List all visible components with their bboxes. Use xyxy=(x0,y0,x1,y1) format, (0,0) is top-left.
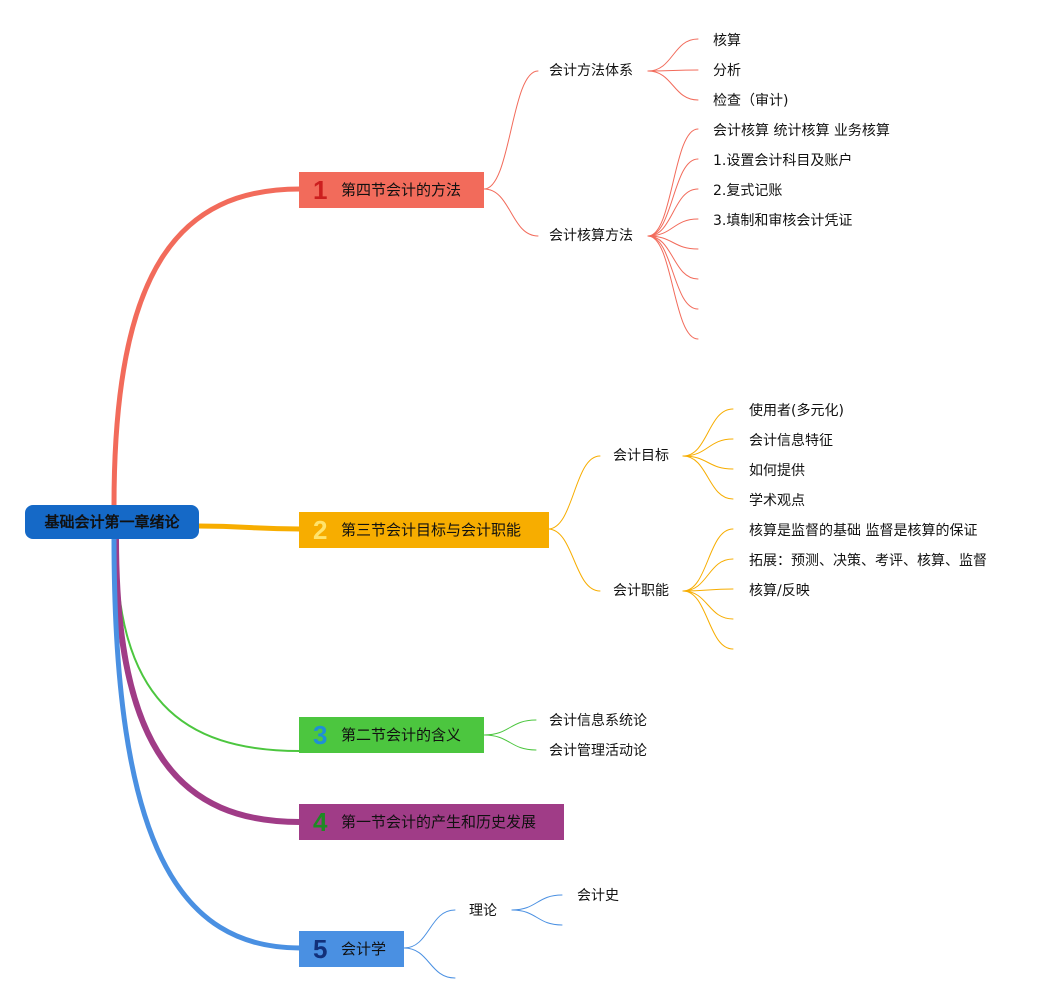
leaf[interactable]: 使用者(多元化) xyxy=(749,403,844,419)
connector xyxy=(483,719,537,736)
connector xyxy=(403,947,456,979)
connector xyxy=(682,408,734,457)
leaf[interactable]: 如何提供 xyxy=(749,463,805,479)
connector xyxy=(647,128,699,237)
connector xyxy=(647,158,699,237)
leaf[interactable]: 核算是监督的基础 监督是核算的保证 xyxy=(749,523,978,539)
branch-section-1[interactable]: 4 第一节会计的产生和历史发展 xyxy=(299,804,564,840)
leaf[interactable]: 学术观点 xyxy=(749,493,805,509)
connector xyxy=(682,455,734,500)
connector xyxy=(647,38,699,72)
connector xyxy=(647,218,699,237)
connector-root-branch-1 xyxy=(111,186,303,509)
group-info-system-theory[interactable]: 会计信息系统论 xyxy=(549,713,647,729)
branch-label: 第二节会计的含义 xyxy=(341,726,462,744)
connector xyxy=(647,69,699,72)
branch-label: 会计学 xyxy=(341,940,387,958)
badge-number-5: 5 xyxy=(313,934,328,964)
root-label: 基础会计第一章绪论 xyxy=(44,513,180,531)
connector xyxy=(483,70,539,190)
branch-label: 第三节会计目标与会计职能 xyxy=(341,521,522,539)
leaf[interactable]: 1.设置会计科目及账户 xyxy=(713,153,853,169)
badge-number-3: 3 xyxy=(313,720,328,750)
connector xyxy=(511,894,563,911)
connector-root-branch-2 xyxy=(195,523,303,532)
connector xyxy=(647,70,699,101)
branch-accounting-science[interactable]: 5 会计学 xyxy=(299,931,404,967)
badge-number-1: 1 xyxy=(313,175,328,205)
connector xyxy=(547,455,601,530)
mindmap-root[interactable]: 基础会计第一章绪论 xyxy=(25,505,199,539)
leaf[interactable]: 会计史 xyxy=(577,888,619,904)
connector-root-branch-5 xyxy=(111,535,303,951)
branch-label: 第一节会计的产生和历史发展 xyxy=(341,813,537,831)
branch-section-3[interactable]: 2 第三节会计目标与会计职能 xyxy=(299,512,549,548)
leaf[interactable]: 会计核算 统计核算 业务核算 xyxy=(713,123,890,139)
connector xyxy=(647,235,699,280)
connector xyxy=(547,528,601,592)
connector xyxy=(682,528,734,592)
connector xyxy=(682,590,734,650)
connector xyxy=(483,734,537,751)
connector xyxy=(682,438,734,457)
branch-section-2[interactable]: 3 第二节会计的含义 xyxy=(299,717,484,753)
connector xyxy=(647,188,699,237)
leaf[interactable]: 3.填制和审核会计凭证 xyxy=(713,213,853,229)
connector xyxy=(647,235,699,340)
group-theory[interactable]: 理论 xyxy=(469,903,497,919)
branch-section-4[interactable]: 1 第四节会计的方法 xyxy=(299,172,484,208)
connector xyxy=(511,909,563,926)
leaf[interactable]: 分析 xyxy=(713,63,741,79)
connector xyxy=(682,558,734,592)
connector xyxy=(403,909,456,949)
connector xyxy=(647,235,699,310)
leaf[interactable]: 会计信息特征 xyxy=(749,433,833,449)
connector xyxy=(483,188,539,237)
leaf[interactable]: 检查（审计) xyxy=(713,93,789,109)
group-accounting-method-system[interactable]: 会计方法体系 xyxy=(549,63,633,79)
connector-root-branch-4 xyxy=(113,535,303,825)
leaf[interactable]: 2.复式记账 xyxy=(713,183,783,199)
badge-number-4: 4 xyxy=(313,807,328,837)
leaf[interactable]: 核算/反映 xyxy=(749,583,810,599)
group-accounting-calc-methods[interactable]: 会计核算方法 xyxy=(549,228,633,244)
group-accounting-objective[interactable]: 会计目标 xyxy=(613,448,669,464)
connector xyxy=(682,588,734,592)
leaf[interactable]: 拓展：预测、决策、考评、核算、监督 xyxy=(749,553,987,569)
badge-number-2: 2 xyxy=(313,515,328,545)
leaf[interactable]: 核算 xyxy=(713,33,741,49)
branch-label: 第四节会计的方法 xyxy=(341,181,462,199)
group-management-activity-theory[interactable]: 会计管理活动论 xyxy=(549,743,647,759)
connector xyxy=(682,590,734,620)
group-accounting-function[interactable]: 会计职能 xyxy=(613,583,669,599)
